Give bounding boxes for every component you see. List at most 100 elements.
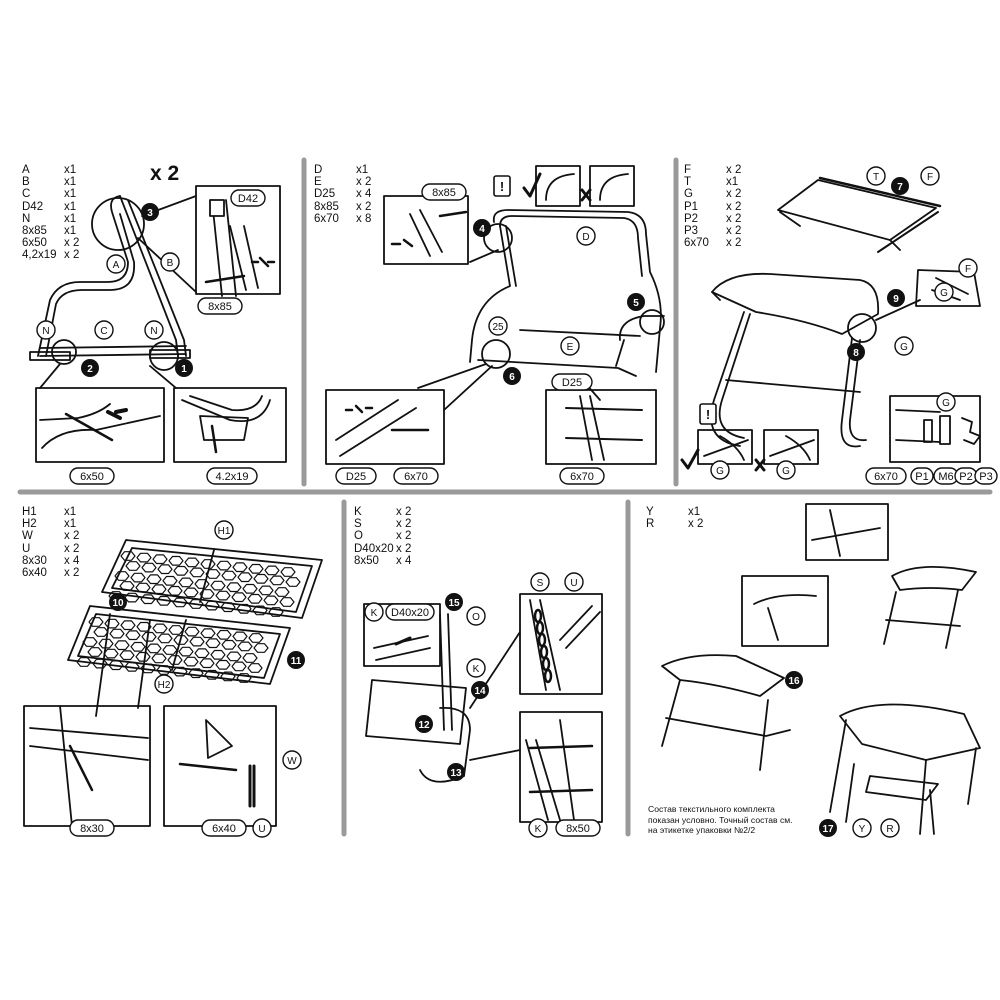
step-number: 6 [509,372,515,383]
part-quantity: x1 [64,225,77,238]
part-code: B [22,176,30,189]
panel-1-side-frame [29,185,287,463]
mesh-cell [92,658,108,669]
fastener-tag-text: P1 [915,471,928,483]
part-label-text: E [567,342,574,353]
mesh-cell [168,625,184,635]
mesh-cell [253,573,269,584]
part-code: Y [646,506,654,518]
mesh-pattern-h2 [76,617,269,683]
mesh-cell [252,605,268,616]
part-code: 8x85 [314,200,339,213]
part-quantity: x 2 [356,200,372,213]
mesh-cell [151,653,167,664]
fastener-tag-text: P3 [979,471,992,483]
mesh-cell [168,555,184,566]
part-label-text: W [287,756,297,767]
step-number: 13 [450,768,462,779]
part-label-text: U [258,824,265,835]
parts-list-row: 8x85 x 2 [314,201,371,213]
step-10-badge: 10 [109,593,127,611]
step-8-badge: 8 [847,343,865,361]
fastener-tag-d40x20: D40x20 [385,603,435,621]
part-code: D42 [22,200,44,213]
step-number: 16 [788,676,800,687]
mesh-cell [258,585,274,596]
part-label-u: U [564,572,584,592]
part-code: D [314,164,323,176]
mesh-cell [242,583,258,594]
part-label-g: G [894,336,914,356]
part-quantity: x1 [64,518,77,531]
part-code: N [22,212,31,225]
mesh-cell [205,569,221,579]
fastener-tag-text: D42 [238,193,258,205]
fastener-tag-text: D25 [346,471,366,483]
part-quantity: x 2 [64,530,80,543]
fastener-tag-text: 6x50 [80,471,104,483]
step-3-badge: 3 [141,203,159,221]
part-code: K [354,506,362,518]
panel-3-canopy [680,176,981,472]
fastener-tag-s6x70c: 6x70 [865,467,907,485]
part-label-text: N [150,326,157,337]
part-quantity: x 8 [356,212,372,225]
mesh-cell [87,647,103,657]
part-label-t: T [866,166,886,186]
textile-note-line-2: показан условно. Точный состав см. [648,814,793,825]
mesh-cell [215,590,231,601]
fastener-tag-s6x70a: 6x70 [393,467,439,485]
fastener-tag-text: 4.2x19 [215,471,248,483]
panel-5-chain [363,593,603,823]
mesh-cell [162,645,178,655]
mesh-cell [226,651,242,662]
step-number: 17 [822,824,834,835]
part-label-text: B [167,258,174,269]
chain-link [535,620,545,636]
part-code: 6x40 [22,567,47,580]
part-code: P3 [684,225,699,238]
mesh-cell [119,650,135,661]
mesh-cell [188,599,204,609]
mesh-cell [82,637,98,647]
step-number: 10 [112,598,124,609]
part-label-k: K [528,818,548,838]
mesh-cell [248,633,264,643]
part-label-g: G [710,460,730,480]
part-quantity: x1 [356,164,369,176]
fastener-tag-text: M6 [938,471,953,483]
part-quantity: x 4 [356,188,372,201]
mesh-cell [136,552,152,563]
part-label-h1: H1 [214,520,234,540]
fastener-tag-text: 8x50 [566,823,590,835]
part-label-text: F [965,264,971,275]
mesh-cell [109,628,125,639]
part-label-e: E [560,336,580,356]
mesh-cell [130,641,146,652]
textile-note-line-3: на этикетке упаковки №2/2 [648,825,756,835]
mesh-cell [237,572,253,583]
mesh-cell [226,582,242,593]
mesh-cell [200,559,216,569]
part-label-u: U [252,818,272,838]
step-number: 1 [181,364,187,375]
fastener-tag-p1: P1 [910,467,934,485]
part-code: P1 [684,200,699,213]
part-label-f: F [920,166,940,186]
mesh-cell [162,575,178,586]
mesh-cell [173,565,189,576]
part-code: T [684,176,692,189]
